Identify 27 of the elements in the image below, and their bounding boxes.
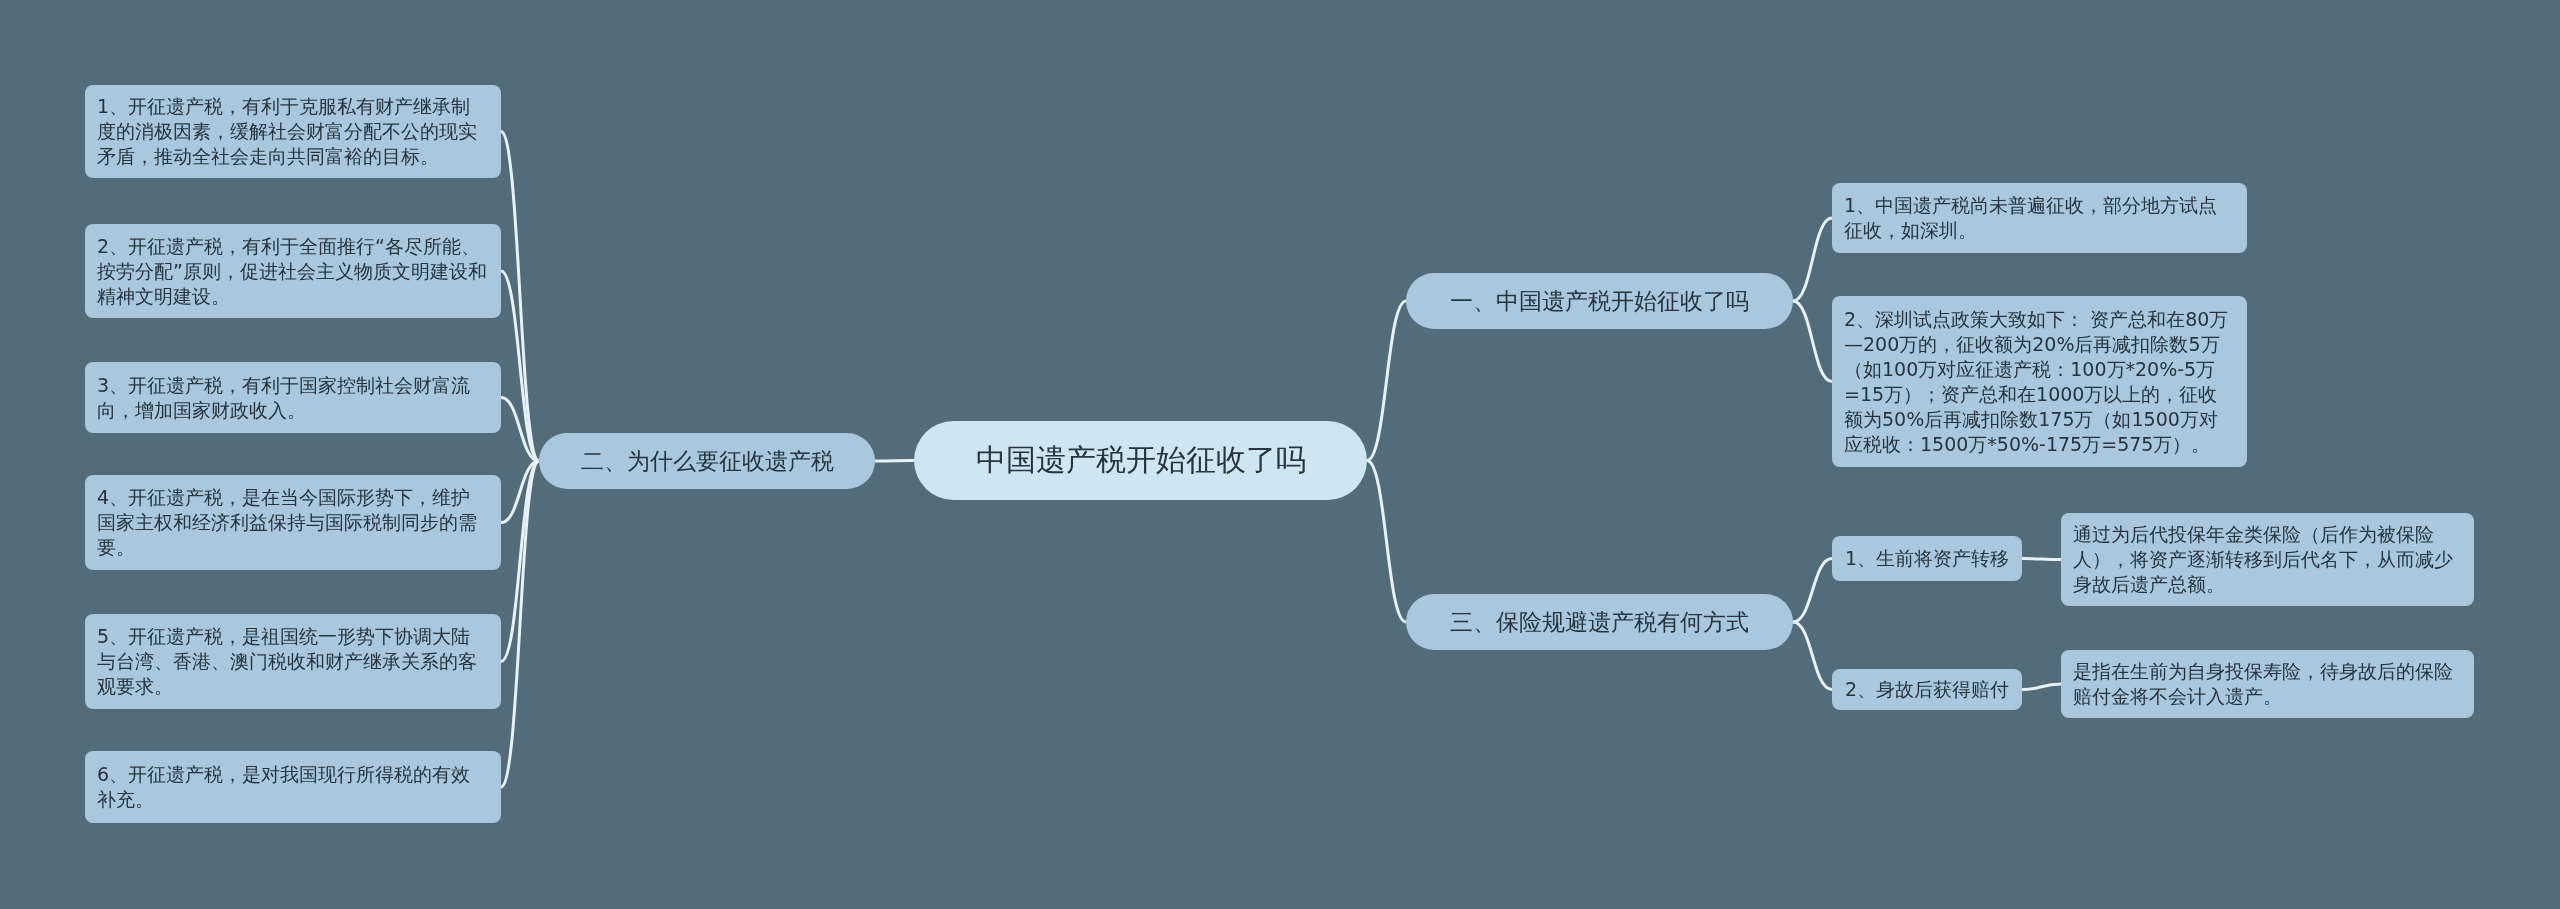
- branch-box: 二、为什么要征收遗产税: [539, 433, 875, 489]
- connector-line: [2022, 557, 2061, 561]
- connector-line: [1792, 216, 1833, 303]
- connector-line: [499, 460, 541, 788]
- connector-line: [1792, 299, 1833, 383]
- connector-line: [499, 130, 541, 462]
- connector-line: [1366, 459, 1407, 624]
- note-box: 通过为后代投保年金类保险（后作为被保险人），将资产逐渐转移到后代名下，从而减少身故后遗产总额。: [2061, 513, 2474, 606]
- branch-box: 一、中国遗产税开始征收了吗: [1406, 273, 1793, 329]
- connector-line: [1792, 620, 1833, 691]
- connector-line: [1792, 557, 1833, 624]
- note-box: 2、开征遗产税，有利于全面推行“各尽所能、按劳分配”原则，促进社会主义物质文明建设和精神文明建设。: [85, 224, 501, 318]
- note-box: 1、中国遗产税尚未普遍征收，部分地方试点征收，如深圳。: [1832, 183, 2247, 253]
- note-box: 是指在生前为自身投保寿险，待身故后的保险赔付金将不会计入遗产。: [2061, 650, 2474, 718]
- note-box: 2、深圳试点政策大致如下： 资产总和在80万—200万的，征收额为20%后再减扣除数5万（如100万对应征遗产税：100万*20%-5万=15万）；资产总和在1000万以上的，征收额为50%后再减扣除数175万（如1500万对应税收：1500万*50%-175万=575万）。: [1832, 296, 2247, 467]
- branch-box: 三、保险规避遗产税有何方式: [1406, 594, 1793, 650]
- topic-box: 中国遗产税开始征收了吗: [914, 421, 1367, 500]
- note-box: 2、身故后获得赔付: [1832, 669, 2022, 710]
- note-box: 6、开征遗产税，是对我国现行所得税的有效补充。: [85, 751, 501, 823]
- note-box: 4、开征遗产税，是在当今国际形势下，维护国家主权和经济利益保持与国际税制同步的需要。: [85, 475, 501, 570]
- note-box: 3、开征遗产税，有利于国家控制社会财富流向，增加国家财政收入。: [85, 362, 501, 433]
- note-box: 1、开征遗产税，有利于克服私有财产继承制度的消极因素，缓解社会财富分配不公的现实矛盾，推动全社会走向共同富裕的目标。: [85, 85, 501, 178]
- connector-line: [1366, 299, 1407, 462]
- connector-line: [2021, 682, 2062, 691]
- connector-line: [875, 459, 914, 463]
- note-box: 1、生前将资产转移: [1832, 536, 2022, 581]
- note-box: 5、开征遗产税，是祖国统一形势下协调大陆与台湾、香港、澳门税收和财产继承关系的客观要求。: [85, 614, 501, 709]
